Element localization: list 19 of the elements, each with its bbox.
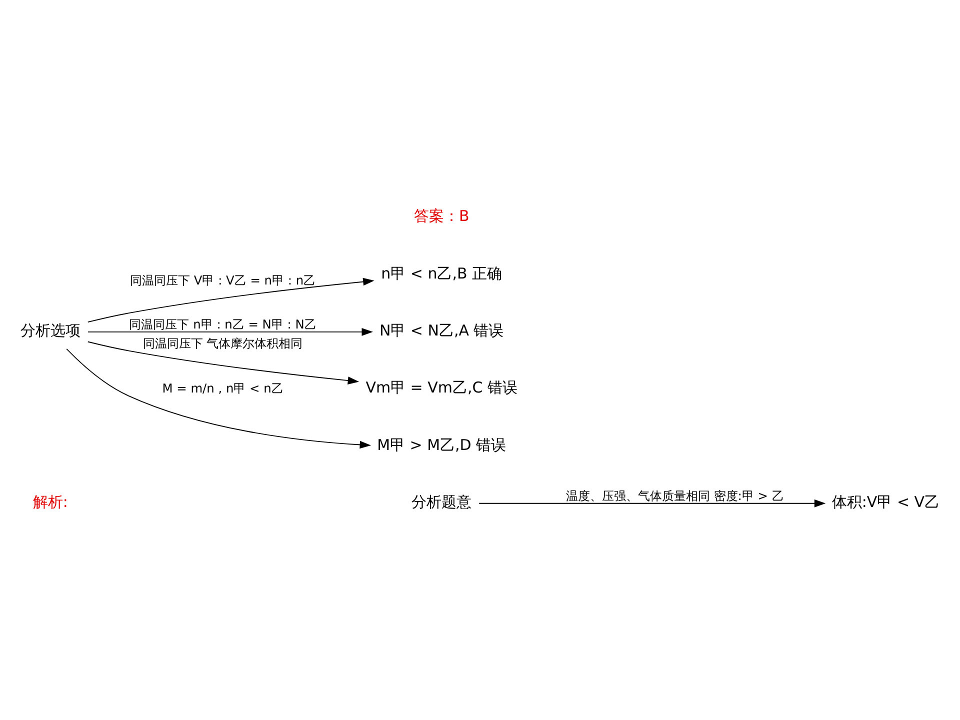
edge-label: 同温同压下 n甲 : n乙 = N甲 : N乙 [129,317,316,332]
arrow [87,277,374,322]
arrow [66,348,372,448]
edge-label: M = m/n , n甲 < n乙 [162,380,284,395]
node-text: 分析选项 [20,320,80,339]
label: 答案：B [414,206,470,225]
arrow [88,327,374,336]
node-text: n甲 < n乙,B 正确 [381,264,502,282]
label: 解析: [32,492,68,510]
edge-label: 温度、压强、气体质量相同 密度:甲 > 乙 [566,488,784,503]
node-text: N甲 < N乙,A 错误 [379,320,504,339]
edge-label: 同温同压下 气体摩尔体积相同 [142,336,303,350]
node-text: Vm甲 = Vm乙,C 错误 [366,378,518,396]
arrow [478,498,826,507]
node-text: M甲 > M乙,D 错误 [377,435,506,454]
node-text: 体积:V甲 < V乙 [832,492,940,510]
edge-label: 同温同压下 V甲 : V乙 = n甲 : n乙 [130,273,316,288]
node-text: 分析题意 [412,492,472,510]
arrow [87,340,360,384]
